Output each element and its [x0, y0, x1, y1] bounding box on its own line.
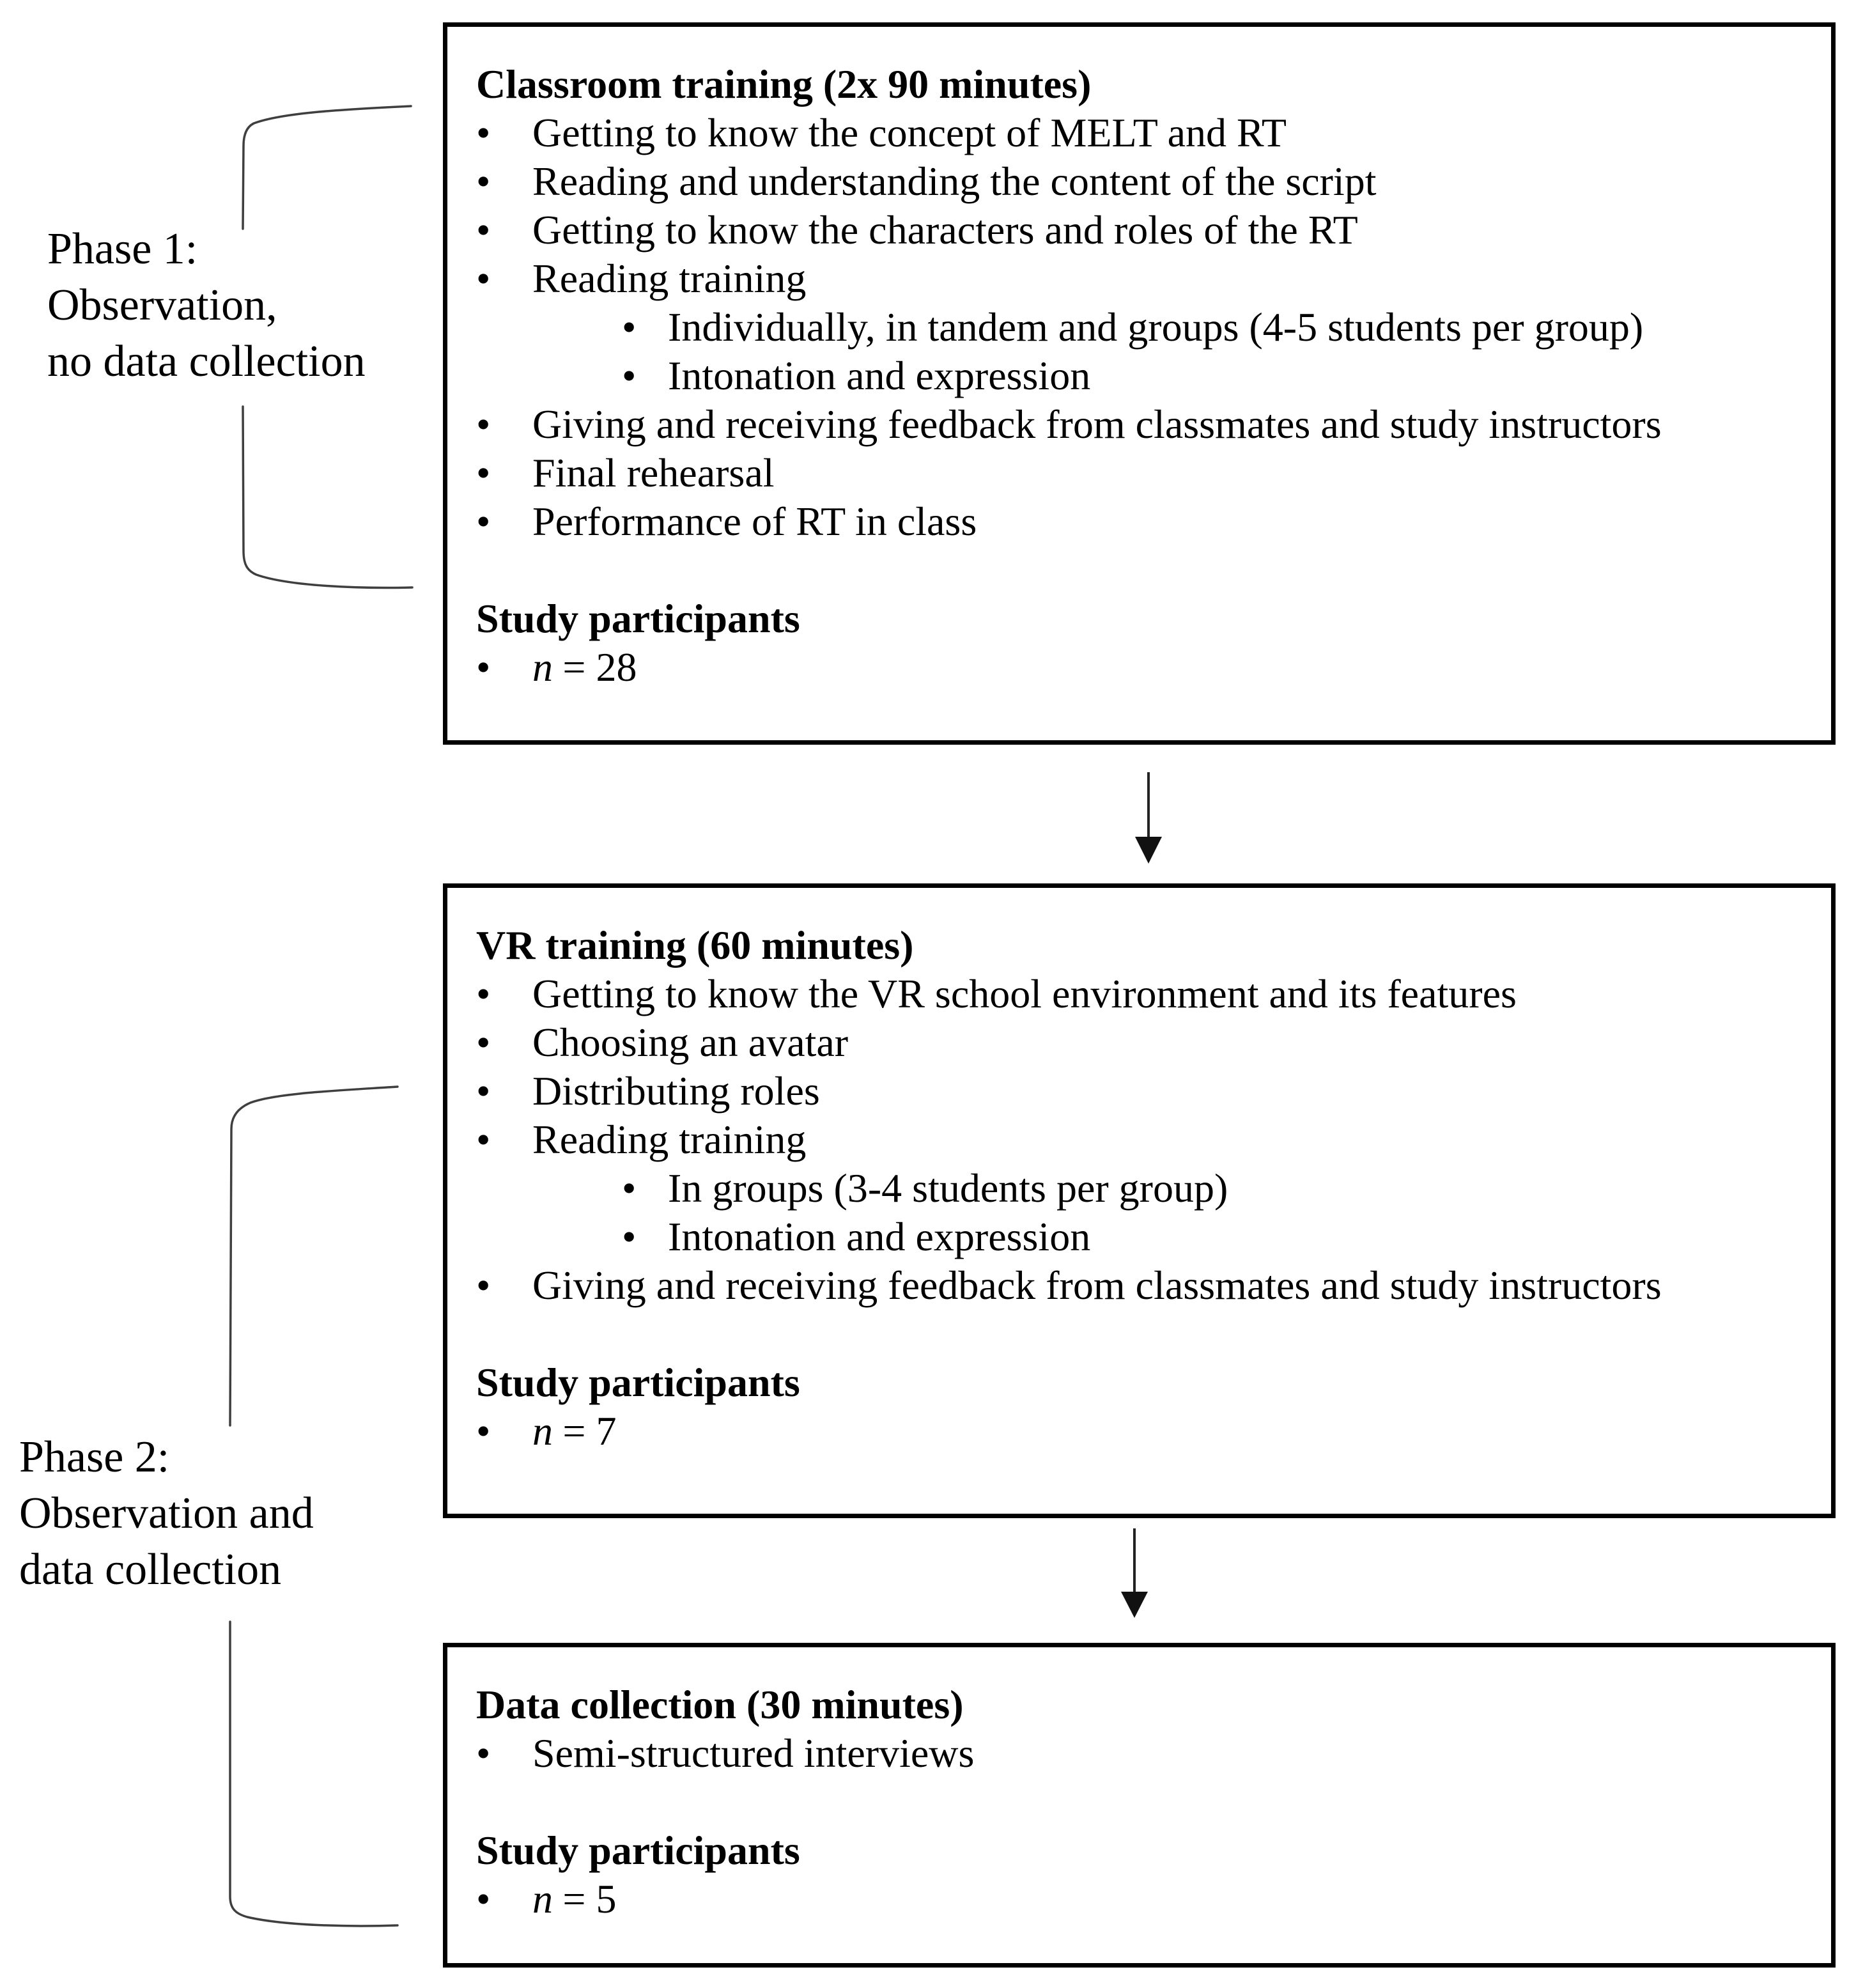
bullet-item: • Giving and receiving feedback from cla… [476, 1261, 1818, 1310]
bullet-text: Semi-structured interviews [532, 1730, 975, 1776]
bullet-text: Reading and understanding the content of… [532, 159, 1377, 204]
box-title: Data collection (30 minutes) [476, 1682, 964, 1727]
bullet-item: • Getting to know the VR school environm… [476, 970, 1818, 1018]
bullet-text: Distributing roles [532, 1068, 820, 1114]
bullet-text: Reading training [532, 1117, 807, 1162]
blank-line [476, 1778, 1818, 1826]
participants-count: n= 5 [532, 1875, 616, 1923]
phase-1-line-2: Observation, [47, 281, 277, 330]
bullet-item: • Choosing an avatar [476, 1018, 1818, 1067]
bullet-text: Intonation and expression [668, 1214, 1091, 1259]
bullet-item: • Semi-structured interviews [476, 1729, 1818, 1778]
bullet-item: • Reading training [476, 254, 1818, 303]
bullet-marker: • [476, 1117, 491, 1162]
participants-heading: Study participants [476, 1828, 800, 1873]
blank-line [476, 1310, 1818, 1358]
bullet-text: Reading training [532, 256, 807, 301]
bullet-text: Performance of RT in class [532, 499, 977, 544]
bullet-marker: • [476, 110, 491, 155]
bullet-marker: • [476, 1020, 491, 1065]
n-variable: n [532, 1876, 553, 1922]
bullet-text: Final rehearsal [532, 450, 775, 495]
box-title: Classroom training (2x 90 minutes) [476, 61, 1092, 107]
bullet-marker: • [476, 499, 491, 544]
sub-bullet-item: • Intonation and expression [622, 1213, 1818, 1261]
n-variable: n [532, 644, 553, 690]
bullet-marker: • [622, 353, 637, 398]
participants-count-item: • n= 5 [476, 1875, 1818, 1923]
bullet-marker: • [476, 1408, 491, 1454]
bullet-item: • Final rehearsal [476, 449, 1818, 497]
phase-1-line-3: no data collection [47, 337, 366, 386]
bullet-item: • Performance of RT in class [476, 497, 1818, 546]
bullet-marker: • [476, 256, 491, 301]
participants-count: n= 28 [532, 643, 637, 692]
bullet-marker: • [476, 1262, 491, 1308]
bullet-marker: • [476, 450, 491, 495]
bullet-item: • Getting to know the concept of MELT an… [476, 109, 1818, 157]
phase-1-label: Phase 1: Observation, no data collection [47, 221, 366, 390]
phase-2-line-2: Observation and [19, 1489, 314, 1538]
down-arrow-1-icon [1135, 772, 1162, 864]
data-collection-box: Data collection (30 minutes) • Semi-stru… [443, 1643, 1836, 1968]
bullet-marker: • [622, 304, 637, 350]
participants-count-item: • n= 28 [476, 643, 1818, 692]
bullet-text: Getting to know the characters and roles… [532, 207, 1358, 252]
blank-line [476, 546, 1818, 594]
sub-bullet-item: • Intonation and expression [622, 352, 1818, 400]
n-value: = 5 [562, 1876, 617, 1922]
bullet-item: • Giving and receiving feedback from cla… [476, 400, 1818, 449]
bullet-marker: • [476, 207, 491, 252]
bullet-text: Individually, in tandem and groups (4-5 … [668, 304, 1644, 350]
bullet-text: Getting to know the VR school environmen… [532, 971, 1517, 1016]
bullet-item: • Getting to know the characters and rol… [476, 206, 1818, 254]
bullet-text: In groups (3-4 students per group) [668, 1165, 1228, 1211]
bullet-item: • Reading and understanding the content … [476, 157, 1818, 206]
bullet-text: Giving and receiving feedback from class… [532, 401, 1662, 447]
bullet-marker: • [622, 1214, 637, 1259]
bullet-text: Intonation and expression [668, 353, 1091, 398]
phase-2-line-3: data collection [19, 1545, 282, 1594]
phase-1-line-1: Phase 1: [47, 224, 198, 274]
participants-count-item: • n= 7 [476, 1407, 1818, 1456]
bullet-marker: • [476, 159, 491, 204]
participants-count: n= 7 [532, 1407, 616, 1456]
phase-2-line-1: Phase 2: [19, 1433, 170, 1482]
bullet-marker: • [476, 1068, 491, 1114]
bullet-marker: • [476, 401, 491, 447]
bullet-text: Giving and receiving feedback from class… [532, 1262, 1662, 1308]
down-arrow-2-icon [1121, 1528, 1148, 1618]
participants-heading: Study participants [476, 596, 800, 641]
n-value: = 28 [562, 644, 637, 690]
bullet-marker: • [476, 644, 491, 690]
box-title: VR training (60 minutes) [476, 922, 914, 968]
n-value: = 7 [562, 1408, 617, 1454]
bullet-text: Getting to know the concept of MELT and … [532, 110, 1287, 155]
bullet-marker: • [476, 1876, 491, 1922]
classroom-training-box: Classroom training (2x 90 minutes) • Get… [443, 22, 1836, 745]
vr-training-box: VR training (60 minutes) • Getting to kn… [443, 883, 1836, 1518]
bullet-text: Choosing an avatar [532, 1020, 849, 1065]
bullet-marker: • [476, 1730, 491, 1776]
sub-bullet-item: • In groups (3-4 students per group) [622, 1164, 1818, 1213]
bullet-item: • Distributing roles [476, 1067, 1818, 1115]
participants-heading: Study participants [476, 1360, 800, 1405]
bullet-item: • Reading training [476, 1115, 1818, 1164]
bullet-marker: • [622, 1165, 637, 1211]
n-variable: n [532, 1408, 553, 1454]
bullet-marker: • [476, 971, 491, 1016]
sub-bullet-item: • Individually, in tandem and groups (4-… [622, 303, 1818, 352]
phase-2-label: Phase 2: Observation and data collection [19, 1429, 314, 1598]
